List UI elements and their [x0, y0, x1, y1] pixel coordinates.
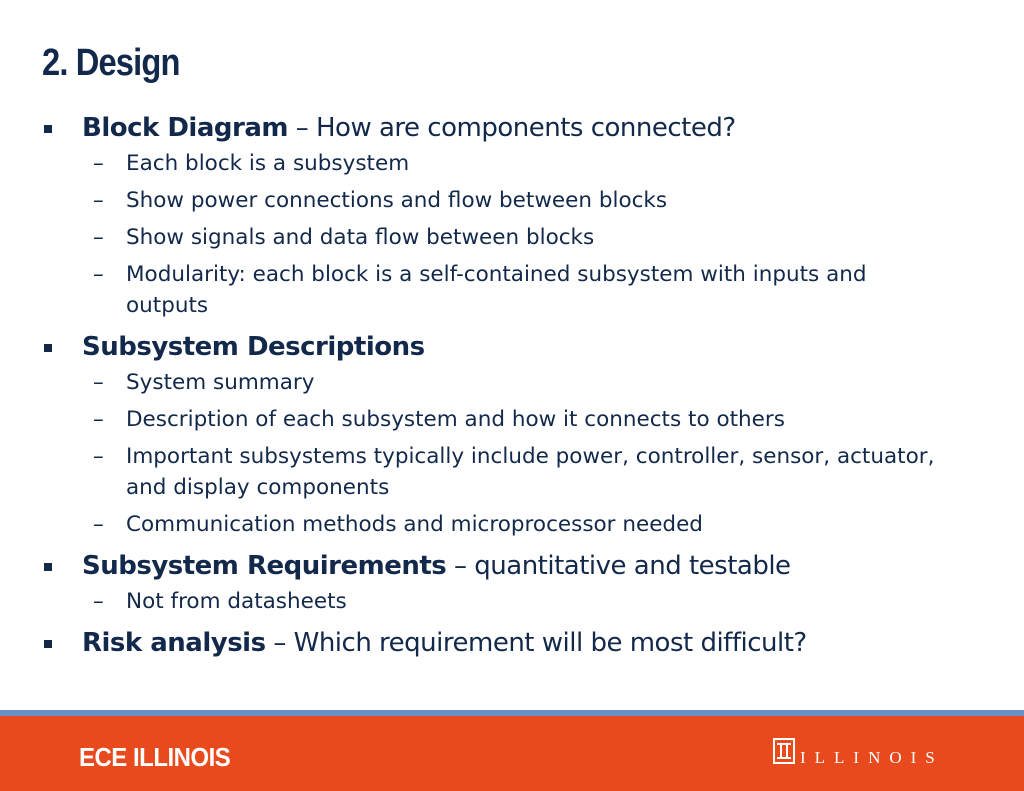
square-bullet-icon	[44, 640, 52, 648]
sub-list: –System summary –Description of each sub…	[0, 367, 1024, 540]
square-bullet-icon	[44, 344, 52, 352]
list-item: –Show power connections and flow between…	[0, 185, 1024, 216]
list-item-text: Important subsystems typically include p…	[126, 444, 935, 500]
list-item-text: Not from datasheets	[126, 589, 347, 614]
dash-bullet-icon: –	[93, 370, 104, 395]
list-item: –Communication methods and microprocesso…	[0, 509, 1024, 540]
slide-title: 2. Design	[42, 42, 180, 84]
list-item: –Each block is a subsystem	[0, 148, 1024, 179]
list-item: –System summary	[0, 367, 1024, 398]
dash-bullet-icon: –	[93, 188, 104, 213]
ece-illinois-wordmark: ECE ILLINOIS	[79, 742, 231, 772]
list-item-text: Show signals and data flow between block…	[126, 225, 595, 250]
list-item-text: Communication methods and microprocessor…	[126, 512, 703, 537]
bullet-text: – quantitative and testable	[446, 551, 791, 581]
bullet-heading: Block Diagram	[82, 113, 288, 143]
list-item-text: Description of each subsystem and how it…	[126, 407, 785, 432]
bullet-text: – Which requirement will be most difficu…	[265, 628, 807, 658]
list-item: –Description of each subsystem and how i…	[0, 404, 1024, 435]
slide-content: Block Diagram – How are components conne…	[0, 108, 1024, 663]
bullet-heading: Subsystem Requirements	[82, 551, 447, 581]
bullet-heading: Subsystem Descriptions	[82, 332, 425, 362]
bullet-risk-analysis: Risk analysis – Which requirement will b…	[0, 623, 1024, 663]
sub-list: –Not from datasheets	[0, 586, 1024, 617]
bullet-block-diagram: Block Diagram – How are components conne…	[0, 108, 1024, 148]
square-bullet-icon	[44, 563, 52, 571]
list-item-text: Show power connections and flow between …	[126, 188, 668, 213]
list-item: –Important subsystems typically include …	[0, 441, 1024, 503]
footer-stripe	[0, 710, 1024, 716]
illinois-wordmark: ILLINOIS	[800, 748, 944, 767]
list-item: –Not from datasheets	[0, 586, 1024, 617]
dash-bullet-icon: –	[93, 225, 104, 250]
footer-bar: ECE ILLINOIS ILLINOIS	[0, 716, 1024, 791]
sub-list: –Each block is a subsystem –Show power c…	[0, 148, 1024, 321]
list-item: –Show signals and data flow between bloc…	[0, 222, 1024, 253]
dash-bullet-icon: –	[93, 262, 104, 287]
list-item-text: Modularity: each block is a self-contain…	[126, 262, 867, 318]
dash-bullet-icon: –	[93, 589, 104, 614]
dash-bullet-icon: –	[93, 151, 104, 176]
list-item-text: Each block is a subsystem	[126, 151, 410, 176]
dash-bullet-icon: –	[93, 407, 104, 432]
list-item-text: System summary	[126, 370, 315, 395]
block-i-logo-icon	[773, 738, 795, 764]
dash-bullet-icon: –	[93, 444, 104, 469]
bullet-subsystem-requirements: Subsystem Requirements – quantitative an…	[0, 546, 1024, 586]
bullet-subsystem-descriptions: Subsystem Descriptions	[0, 327, 1024, 367]
square-bullet-icon	[44, 125, 52, 133]
list-item: –Modularity: each block is a self-contai…	[0, 259, 1024, 321]
bullet-heading: Risk analysis	[82, 628, 266, 658]
bullet-text: – How are components connected?	[287, 113, 736, 143]
dash-bullet-icon: –	[93, 512, 104, 537]
